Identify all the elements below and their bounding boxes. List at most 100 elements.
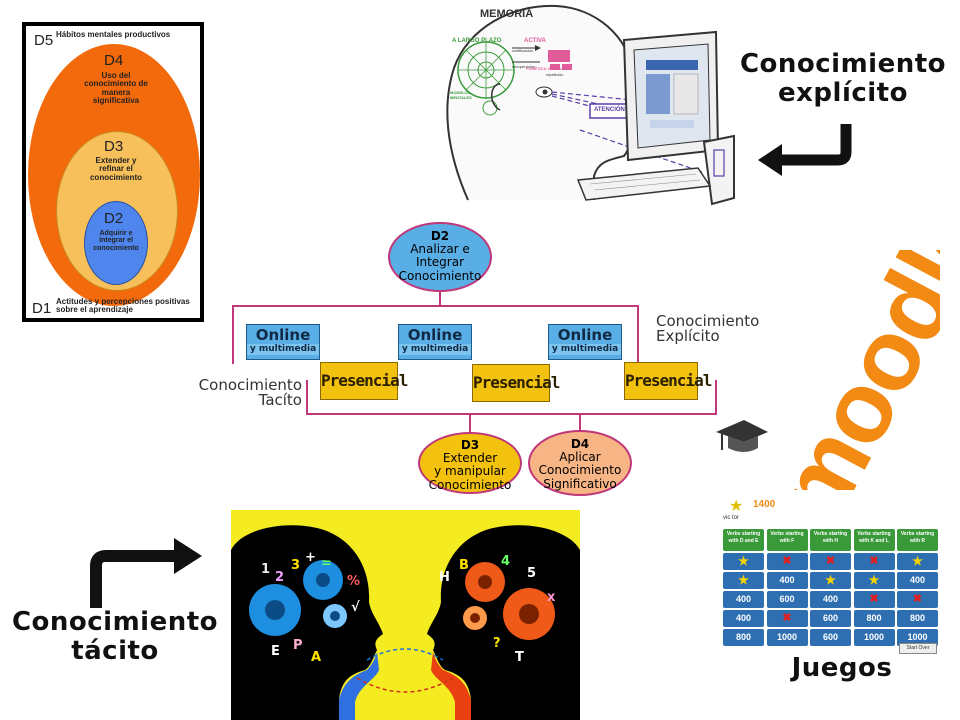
d4-label: D4: [104, 52, 124, 69]
d2-label: D2: [104, 210, 124, 227]
explicit-caption-line1: Conocimiento: [739, 49, 947, 79]
game-category-header: Verbs starting with F: [766, 529, 808, 551]
online-title: Online: [407, 326, 463, 344]
d3-label: D3: [104, 138, 124, 155]
game-category-header: Verbs starting with H: [810, 529, 851, 551]
tacit-knowledge-caption: Conocimiento tácito: [2, 607, 228, 667]
d4-circle-label: D4: [570, 437, 590, 451]
game-cell[interactable]: 600: [810, 610, 851, 627]
presencial-box-3: Presencial: [624, 362, 712, 400]
score-star-icon: ★: [729, 496, 744, 515]
d3-circle-text3: Conocimiento: [428, 477, 512, 492]
d3-circle-label: D3: [460, 438, 480, 452]
game-cell[interactable]: 400: [723, 610, 764, 627]
game-cell[interactable]: 400: [897, 572, 938, 589]
d1-label: D1: [32, 300, 52, 317]
game-cell[interactable]: 800: [853, 610, 895, 627]
game-cell[interactable]: 400: [723, 591, 764, 608]
game-category-header: Verbs starting with D and E: [723, 529, 764, 551]
game-category-header: Verbs starting with R: [897, 529, 938, 551]
game-cell[interactable]: ✖: [897, 591, 938, 608]
game-cell[interactable]: 600: [766, 591, 808, 608]
brain-symbol: +: [305, 550, 316, 565]
diagram-explicit-label: Conocimiento Explícito: [656, 314, 759, 344]
d5-label: D5: [34, 32, 54, 49]
brain-symbol: P: [293, 638, 303, 653]
d3-circle-text1: Extender: [442, 451, 498, 466]
d2-circle-text1: Analizar e: [410, 242, 470, 257]
diagram-explicit-line2: Explícito: [656, 327, 720, 345]
brain-symbol: %: [347, 574, 361, 589]
d1-text: Actitudes y percepciones positivas sobre…: [56, 297, 190, 315]
long-term-label: A LARGO PLAZO: [452, 38, 502, 44]
game-cell[interactable]: 800: [897, 610, 938, 627]
presencial-box-1: Presencial: [320, 362, 408, 400]
d4-circle-text1: Aplicar: [559, 450, 601, 465]
game-cell[interactable]: ✖: [853, 553, 895, 570]
game-cell[interactable]: 800: [723, 629, 764, 646]
tacit-caption-line1: Conocimiento: [11, 607, 219, 637]
game-cell[interactable]: 1000: [897, 629, 938, 646]
online-title: Online: [255, 326, 311, 344]
brain-symbol: H: [439, 570, 450, 585]
game-cell[interactable]: 400: [766, 572, 808, 589]
d4-circle: D4 Aplicar Conocimiento Significativo: [528, 430, 632, 496]
game-cell[interactable]: 1000: [766, 629, 808, 646]
d4-text: Uso del conocimiento de manera significa…: [84, 71, 148, 106]
brain-symbol: B: [459, 558, 469, 573]
game-cell[interactable]: ★: [723, 572, 764, 589]
codification-label: codificación: [512, 48, 533, 53]
online-box-2: Online y multimedia: [398, 324, 472, 360]
moodle-word: moodle: [752, 250, 940, 490]
curved-arrow-right-icon: [90, 538, 202, 608]
graduation-cap-icon: [716, 420, 768, 452]
game-cell[interactable]: ✖: [853, 591, 895, 608]
game-cell[interactable]: ★: [853, 572, 895, 589]
brain-symbol: 4: [501, 554, 511, 569]
game-cell[interactable]: ✖: [766, 610, 808, 627]
brain-symbol: x: [547, 590, 556, 605]
d2-circle-text3: Conocimiento: [398, 268, 482, 283]
repetition-label: repetición: [546, 72, 564, 77]
game-cell[interactable]: 1000: [853, 629, 895, 646]
moodle-logo: moodle: [708, 250, 940, 490]
memory-title: MEMORIA: [480, 8, 534, 20]
brain-symbol: E: [271, 644, 280, 659]
explicit-knowledge-caption: Conocimiento explícito: [730, 49, 956, 109]
diagram-tacit-line2: Tacíto: [258, 391, 302, 409]
online-subtitle: y multimedia: [399, 344, 471, 355]
game-cell[interactable]: ✖: [810, 553, 851, 570]
start-over-button[interactable]: Start Over: [899, 643, 937, 654]
brain-symbol: 2: [275, 570, 285, 585]
d3-circle: D3 Extender y manipular Conocimiento: [418, 432, 522, 494]
games-caption: Juegos: [791, 653, 893, 683]
game-cell[interactable]: ★: [810, 572, 851, 589]
memory-illustration: MEMORIA A LARGO PLAZO ACTIVA codificació…: [428, 0, 748, 210]
curved-arrow-left-icon: [758, 124, 852, 176]
game-cell[interactable]: ✖: [766, 553, 808, 570]
game-player-name: vic tor: [723, 515, 740, 521]
d5-text: Hábitos mentales productivos: [56, 30, 171, 39]
d2-circle-text2: Integrar: [415, 255, 465, 270]
online-subtitle: y multimedia: [247, 344, 319, 355]
tacit-caption-line2: tácito: [71, 636, 159, 667]
game-cell[interactable]: 600: [810, 629, 851, 646]
attention-label: ATENCIÓN: [594, 107, 625, 113]
learning-dimensions-ellipses: D5 Hábitos mentales productivos D4 Uso d…: [22, 22, 204, 322]
d2-text: Adquirir e integrar el conocimiento: [93, 230, 139, 252]
phonetic-visual-label: FONÉTICA VISUAL: [526, 66, 563, 71]
d2-circle-label: D2: [430, 229, 450, 243]
diagram-tacit-label: Conocimiento Tacíto: [162, 378, 302, 408]
game-cell[interactable]: 400: [810, 591, 851, 608]
online-subtitle: y multimedia: [549, 344, 621, 355]
brain-symbol: ?: [493, 636, 501, 651]
diagram-tacit-line1: Conocimiento: [198, 376, 302, 394]
game-cell[interactable]: ★: [897, 553, 938, 570]
game-cell[interactable]: ★: [723, 553, 764, 570]
recovery-label: recuperación: [512, 64, 536, 69]
head-and-computer-drawing: [446, 4, 735, 206]
brain-symbol: 3: [291, 558, 301, 573]
explicit-caption-line2: explícito: [778, 78, 908, 109]
